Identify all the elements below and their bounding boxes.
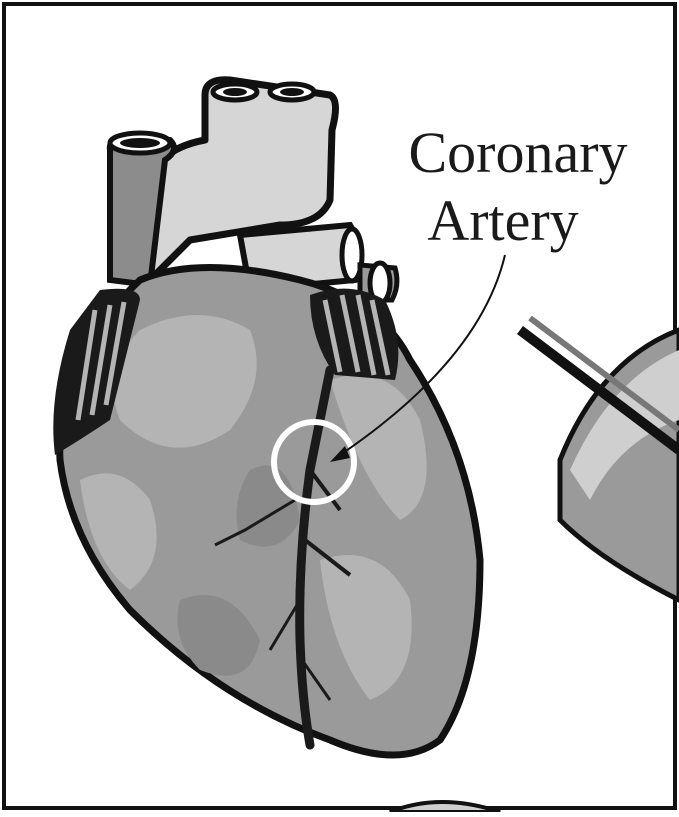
label-line-2: Artery [388, 190, 618, 252]
label-line-1: Coronary [388, 122, 648, 184]
